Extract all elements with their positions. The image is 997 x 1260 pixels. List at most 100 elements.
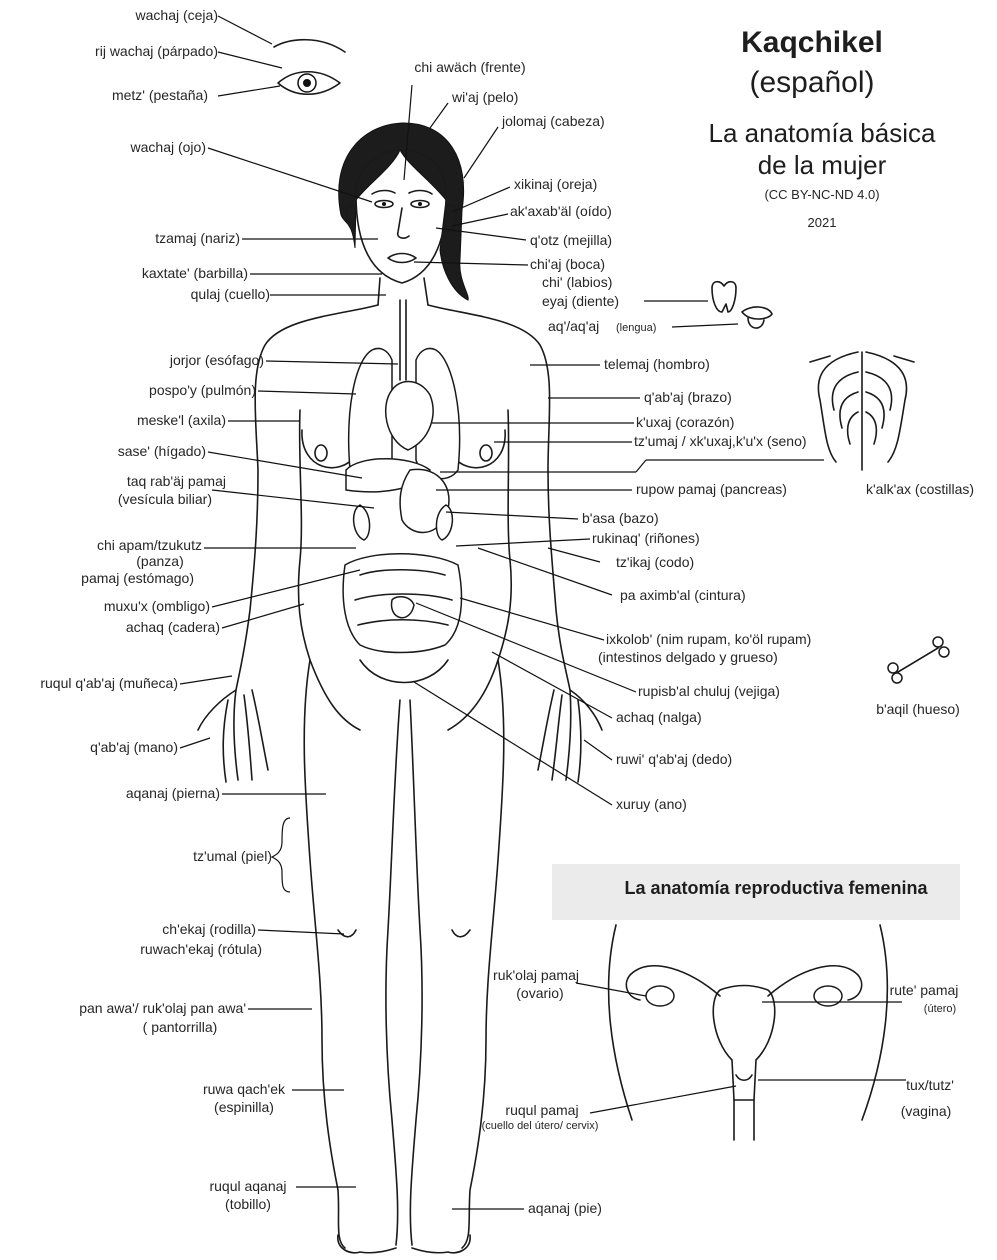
neck-left	[378, 278, 380, 305]
label-rinones: rukinaq' (riñones)	[592, 530, 700, 546]
label-pelo: wi'aj (pelo)	[451, 89, 518, 105]
label-boca: chi'aj (boca)	[530, 256, 605, 272]
label-cabeza: jolomaj (cabeza)	[501, 113, 605, 129]
nipple-right	[480, 445, 492, 461]
label-tobillo-2: (tobillo)	[225, 1196, 271, 1212]
hand-left	[198, 690, 268, 782]
label-labios: chi' (labios)	[542, 274, 612, 290]
label-cervix-1: ruqul pamaj	[505, 1102, 578, 1118]
bone-icon	[888, 637, 949, 683]
esophagus	[400, 300, 406, 380]
vagina-icon	[734, 1100, 754, 1140]
label-lengua-main: aq'/aq'aj	[548, 318, 599, 334]
label-cintura: pa aximb'al (cintura)	[620, 587, 746, 603]
ovary-right	[814, 986, 842, 1006]
hand-right	[538, 690, 602, 782]
mouth	[388, 254, 416, 263]
label-pestana: metz' (pestaña)	[112, 87, 208, 103]
label-intestinos-2: (intestinos delgado y grueso)	[598, 649, 778, 665]
ribcage-icon	[810, 352, 914, 470]
pelvis-line	[360, 660, 448, 683]
header: Kaqchikel (español) La anatomía básica d…	[709, 26, 936, 230]
label-cervix-2: (cuello del útero/ cervix)	[482, 1120, 599, 1132]
license-text: (CC BY-NC-ND 4.0)	[764, 187, 879, 202]
label-vagina-1: tux/tutz'	[906, 1077, 954, 1093]
label-frente: chi awäch (frente)	[414, 59, 525, 75]
label-pantorrilla-2: ( pantorrilla)	[143, 1019, 218, 1035]
eye-icon	[274, 40, 345, 95]
tooth-icon	[712, 282, 736, 312]
label-codo: tz'ikaj (codo)	[616, 554, 694, 570]
label-axila: meske'l (axila)	[137, 412, 226, 428]
label-corazon: k'uxaj (corazón)	[636, 414, 734, 430]
label-panza-1: chi apam/tzukutz	[97, 537, 202, 553]
heading-line-1: La anatomía básica	[709, 118, 936, 148]
foot-left	[338, 1235, 396, 1253]
title: Kaqchikel	[741, 26, 883, 59]
leader-lines	[180, 16, 824, 1209]
organs	[343, 300, 461, 653]
label-cuello: qulaj (cuello)	[191, 286, 270, 302]
label-piel: tz'umal (piel)	[193, 848, 272, 864]
label-cadera: achaq (cadera)	[126, 619, 220, 635]
label-ano: xuruy (ano)	[616, 796, 687, 812]
label-panza-2: (panza)	[136, 553, 183, 569]
ovary-left	[646, 986, 674, 1006]
nipple-left	[315, 445, 327, 461]
label-higado: sase' (hígado)	[118, 443, 206, 459]
breast-left	[302, 430, 356, 468]
label-utero-1: rute' pamaj	[890, 982, 959, 998]
label-rodilla: ch'ekaj (rodilla)	[162, 921, 256, 937]
repro-title: La anatomía reproductiva femenina	[624, 878, 928, 898]
label-nariz: tzamaj (nariz)	[155, 230, 240, 246]
heading-line-2: de la mujer	[758, 150, 887, 180]
pupil-left	[382, 202, 386, 206]
label-lengua-paren: (lengua)	[616, 322, 656, 334]
reproductive-inset: La anatomía reproductiva femenina ruk'ol…	[482, 864, 960, 1140]
label-ombligo: muxu'x (ombligo)	[104, 598, 210, 614]
label-pancreas: rupow pamaj (pancreas)	[636, 481, 787, 497]
eyebrow-right	[409, 191, 432, 195]
label-estomago: pamaj (estómago)	[81, 570, 194, 586]
label-barbilla: kaxtate' (barbilla)	[142, 265, 248, 281]
label-hombro: telemaj (hombro)	[604, 356, 710, 372]
label-oreja: xikinaj (oreja)	[514, 176, 597, 192]
label-brazo: q'ab'aj (brazo)	[644, 389, 732, 405]
label-parpado: rij wachaj (párpado)	[95, 43, 218, 59]
label-pulmon: pospo'y (pulmón)	[149, 382, 256, 398]
nose	[398, 208, 409, 238]
subtitle: (español)	[749, 66, 874, 99]
label-costillas: k'alk'ax (costillas)	[866, 481, 974, 497]
foot-right	[412, 1235, 470, 1253]
eyebrow-left	[372, 191, 395, 195]
label-rotula: ruwach'ekaj (rótula)	[140, 941, 262, 957]
tongue-icon	[742, 307, 772, 328]
label-ceja: wachaj (ceja)	[135, 7, 218, 23]
label-seno: tz'umaj / xk'uxaj,k'u'x (seno)	[634, 433, 807, 449]
label-nalga: achaq (nalga)	[616, 709, 702, 725]
label-pantorrilla-1: pan awa'/ ruk'olaj pan awa'	[79, 1000, 246, 1016]
label-pie: aqanaj (pie)	[528, 1200, 602, 1216]
label-tobillo-1: ruqul aqanaj	[209, 1178, 286, 1194]
year-text: 2021	[808, 215, 837, 230]
label-vagina-2: (vagina)	[901, 1103, 952, 1119]
pelvis-outline	[609, 925, 888, 1120]
label-ovario-1: ruk'olaj pamaj	[493, 967, 579, 983]
pupil-right	[418, 202, 422, 206]
label-ovario-2: (ovario)	[516, 985, 563, 1001]
cervix-icon	[736, 1075, 752, 1080]
neck-right	[424, 278, 428, 305]
uterus-icon	[713, 986, 775, 1101]
label-hueso: b'aqil (hueso)	[876, 701, 960, 717]
label-vesicula-2: (vesícula biliar)	[118, 491, 212, 507]
label-utero-2: (útero)	[924, 1003, 956, 1015]
label-vejiga: rupisb'al chuluj (vejiga)	[638, 683, 780, 699]
label-espinilla-2: (espinilla)	[214, 1099, 274, 1115]
label-pierna: aqanaj (pierna)	[126, 785, 220, 801]
label-espinilla-1: ruwa qach'ek	[203, 1081, 286, 1097]
label-vesicula-1: taq rab'äj pamaj	[127, 473, 226, 489]
knee-right	[452, 930, 470, 937]
label-ojo: wachaj (ojo)	[130, 139, 206, 155]
label-intestinos-1: ixkolob' (nim rupam, ko'öl rupam)	[606, 631, 811, 647]
